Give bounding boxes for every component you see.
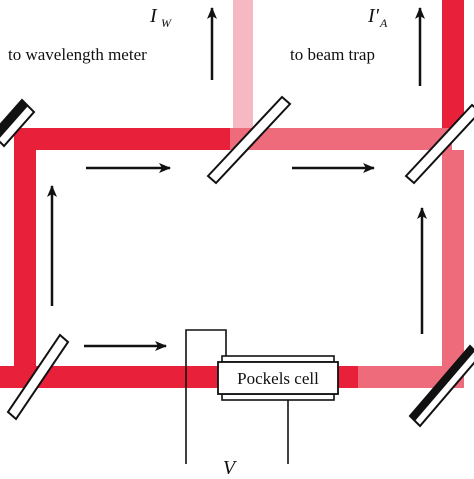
beam-output-wavelength [233, 0, 253, 128]
intensity-a-label: I' [367, 5, 380, 27]
to-wavelength-meter-label: to wavelength meter [8, 45, 147, 64]
intensity-w-label: I [149, 5, 158, 27]
pockels-cell-icon [217, 361, 339, 395]
beam-splitter-icon [404, 103, 474, 185]
mirror-backing [0, 100, 28, 138]
pockels-cell-label: Pockels cell [237, 369, 319, 388]
beam-splitter-icon [206, 95, 292, 185]
voltage-label: V [223, 457, 238, 474]
intensity-a-subscript: A [379, 16, 388, 30]
to-beam-trap-label: to beam trap [290, 45, 375, 64]
beam-splitter-icon [6, 333, 70, 421]
voltage-circuit-wire [185, 329, 227, 464]
beam-right [442, 150, 464, 380]
mirror-backing [410, 346, 474, 421]
beam-output-trap [442, 0, 464, 128]
beam-left [14, 128, 36, 380]
beam-top-left [14, 128, 230, 150]
beam-top-right [230, 128, 452, 150]
intensity-w-subscript: W [161, 16, 172, 30]
